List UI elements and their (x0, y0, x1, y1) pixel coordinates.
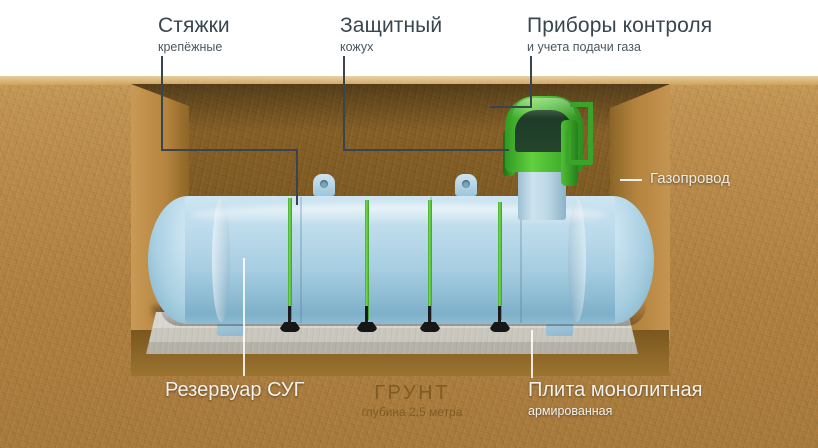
callout-instruments-title: Приборы контроля (527, 14, 713, 37)
leader-line-icon-slab (531, 330, 533, 378)
anchor-bolt-icon-2 (357, 322, 377, 332)
leader-line-icon-instruments-h (490, 106, 532, 108)
cover-highlight (512, 98, 576, 118)
callout-instruments: Приборы контроля и учета подачи газа (527, 14, 712, 55)
leader-line-icon-straps-h (161, 149, 298, 151)
gas-pipe-bottom (566, 160, 592, 165)
strap-rod-2 (365, 306, 368, 328)
callout-slab: Плита монолитная армированная (528, 378, 702, 419)
leader-line-icon-instruments-v (530, 56, 532, 108)
callout-soil-title: ГРУНТ (374, 382, 450, 404)
leader-line-icon-cover-v1 (343, 56, 345, 150)
callout-straps: Стяжки крепёжные (158, 14, 230, 55)
callout-soil: ГРУНТ глубина 2,5 метра (332, 382, 492, 420)
tank-ring-seam-1 (300, 197, 302, 323)
tank-seam-right (568, 198, 586, 322)
callout-soil-subtitle: глубина 2,5 метра (361, 405, 463, 419)
strap-2 (365, 200, 369, 320)
strap-4 (498, 202, 502, 320)
callout-slab-subtitle: армированная (528, 404, 613, 418)
callout-cover-title: Защитный (340, 14, 443, 37)
anchor-bolt-icon-3 (420, 322, 440, 332)
tank-seam-left (212, 198, 230, 322)
callout-slab-title: Плита монолитная (528, 379, 703, 401)
callout-cover: Защитный кожух (340, 14, 442, 55)
ground-surface-line (0, 76, 818, 85)
anchor-bolt-icon-1 (280, 322, 300, 332)
gas-pipe-riser (566, 130, 571, 164)
strap-rod-4 (498, 306, 501, 328)
lifting-lug-icon-left (313, 174, 335, 196)
callout-pipeline-title: Газопровод (650, 170, 730, 187)
dash-marker-icon-pipeline (620, 179, 642, 181)
strap-3 (428, 200, 432, 320)
tank-highlight (190, 204, 608, 226)
leader-line-icon-straps-v1 (161, 56, 163, 150)
gas-pipe-vertical (588, 102, 593, 164)
sky-background (0, 0, 818, 82)
anchor-bolt-icon-4 (490, 322, 510, 332)
callout-cover-subtitle: кожух (340, 40, 374, 54)
leader-line-icon-cover-h (343, 149, 509, 151)
leader-line-icon-straps-v2 (296, 149, 298, 205)
callout-tank: Резервуар СУГ (165, 378, 304, 403)
gas-pipe-top (570, 102, 592, 107)
lifting-lug-icon-right (455, 174, 477, 196)
callout-tank-title: Резервуар СУГ (165, 379, 305, 401)
strap-rod-1 (288, 306, 291, 328)
strap-1 (288, 198, 292, 320)
strap-rod-3 (428, 306, 431, 328)
tank-ring-seam-3 (520, 197, 522, 323)
callout-straps-subtitle: крепёжные (158, 40, 223, 54)
leader-line-icon-tank (243, 258, 245, 376)
callout-straps-title: Стяжки (158, 14, 230, 37)
callout-instruments-subtitle: и учета подачи газа (527, 40, 641, 54)
